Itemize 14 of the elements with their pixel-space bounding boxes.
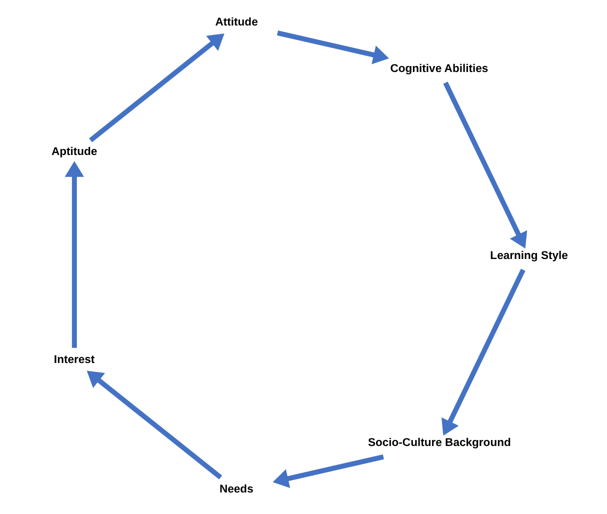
- arrow: [276, 30, 388, 64]
- arrow: [272, 454, 384, 488]
- arrow: [64, 161, 84, 348]
- arrow: [442, 82, 527, 249]
- arrow: [88, 34, 224, 142]
- node-text: Interest: [53, 354, 94, 366]
- node-text: Learning Style: [490, 250, 568, 262]
- node-text: Cognitive Abilities: [390, 62, 488, 75]
- node-text: Attitude: [214, 16, 258, 29]
- arrow: [440, 268, 525, 436]
- node-text: Needs: [218, 483, 253, 496]
- arrow: [86, 370, 222, 480]
- node-text: Aptitude: [50, 146, 97, 158]
- node-text: Socio-Culture Background: [367, 437, 510, 450]
